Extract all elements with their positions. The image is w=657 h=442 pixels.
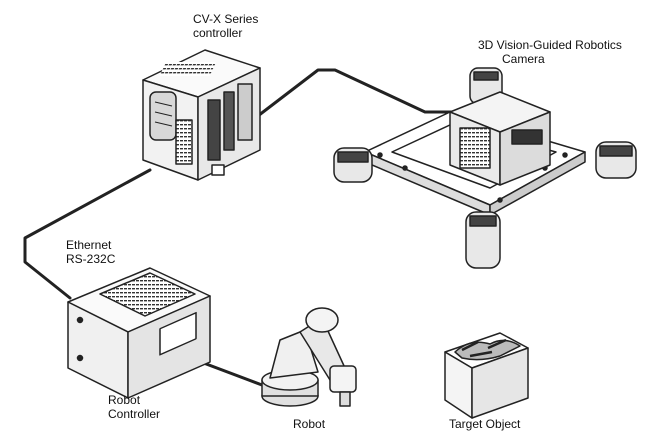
label-line: 3D Vision-Guided Robotics (478, 38, 622, 52)
label-cv-x-controller: CV-X Series controller (193, 12, 258, 40)
controller-unit-icon (142, 49, 261, 181)
robot-controller-box-icon (67, 267, 211, 399)
label-robot-controller: Robot Controller (108, 393, 160, 421)
label-line: Robot (108, 393, 141, 407)
label-line: Controller (108, 407, 161, 421)
parts-bin-icon (444, 332, 529, 419)
robot-arm-icon (261, 307, 357, 407)
label-line: CV-X Series (193, 12, 259, 26)
cable-controller-to-camera (248, 68, 457, 124)
label-line: Camera (502, 52, 545, 66)
label-line: Target Object (449, 417, 521, 431)
robotics-camera-icon (333, 67, 637, 269)
label-line: Robot (293, 417, 326, 431)
label-line: controller (193, 26, 243, 40)
label-3d-camera: 3D Vision-Guided Robotics Camera (478, 38, 622, 66)
label-robot: Robot (293, 417, 325, 431)
cable-controller-to-robot-controller (23, 168, 152, 300)
label-target-object: Target Object (449, 417, 520, 431)
label-line: Ethernet (66, 238, 112, 252)
label-line: RS-232C (66, 252, 116, 266)
label-connection: Ethernet RS-232C (66, 238, 115, 266)
